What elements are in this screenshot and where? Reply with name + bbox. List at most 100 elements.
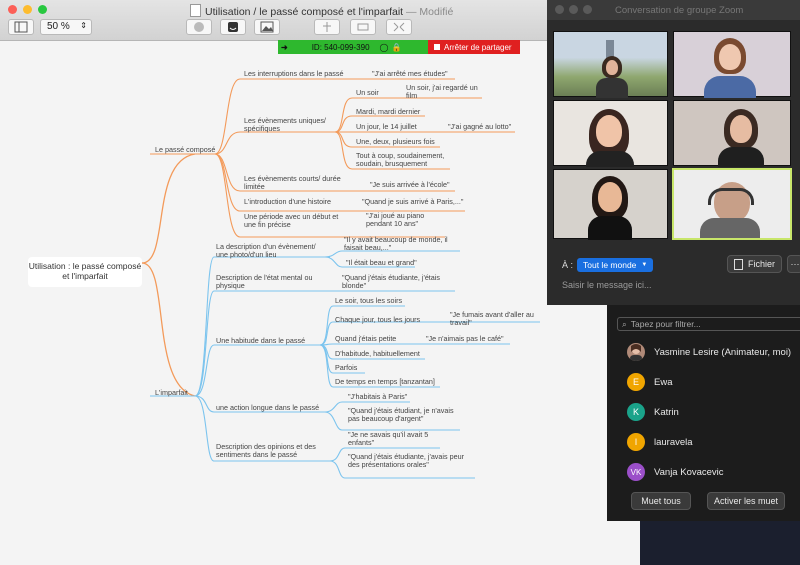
avatar: E (627, 373, 645, 391)
node-etat-mental[interactable]: Description de l'état mental ou physique (216, 273, 313, 291)
node-periode[interactable]: Une période avec un début et une fin pré… (244, 212, 339, 230)
participants-panel: ⌕ Tapez pour filtrer... Yasmine Lesire (… (607, 305, 800, 521)
node-action-longue[interactable]: une action longue dans le passé (216, 403, 320, 412)
chat-minimize-button[interactable] (569, 5, 578, 14)
node-imparfait[interactable]: L'imparfait (155, 388, 188, 397)
video-tile-2[interactable] (673, 31, 791, 98)
maximize-window-button[interactable] (38, 5, 47, 14)
node-interruptions-example[interactable]: "J'ai arrêté mes études" (372, 69, 448, 78)
zoom-chat-window: Conversation de groupe Zoom À : Tout le … (547, 0, 800, 305)
more-button[interactable]: ··· (787, 255, 800, 273)
emoji-button[interactable] (220, 19, 246, 35)
mindmap-canvas[interactable]: Le passé composé Les interruptions dans … (0, 41, 640, 565)
avatar: K (627, 403, 645, 421)
mute-all-button[interactable]: Muet tous (631, 492, 691, 510)
node-action-longue-example-1[interactable]: "J'habitais à Paris" (348, 392, 408, 401)
check-button[interactable] (186, 19, 212, 35)
chat-close-button[interactable] (555, 5, 564, 14)
chat-maximize-button[interactable] (583, 5, 592, 14)
check-circle-icon (194, 22, 204, 32)
stop-sharing-button[interactable]: Arrêter de partager (428, 40, 520, 54)
document-icon (190, 4, 201, 17)
node-passe-compose[interactable]: Le passé composé (155, 145, 216, 154)
node-de-temps-en-temps[interactable]: De temps en temps [tanzantan] (335, 377, 435, 386)
video-tile-4[interactable] (673, 100, 791, 167)
connect-icon (323, 22, 331, 32)
node-opinions[interactable]: Description des opinions et des sentimen… (216, 442, 316, 460)
node-introduction-histoire[interactable]: L'introduction d'une histoire (244, 197, 332, 206)
node-evenements-courts[interactable]: Les évènements courts/ durée limitée (244, 174, 341, 192)
chat-title-bar: Conversation de groupe Zoom (547, 0, 800, 20)
app-window: Utilisation / le passé composé et l'impa… (0, 0, 640, 565)
node-d-habitude[interactable]: D'habitude, habituellement (335, 349, 420, 358)
node-evenements-courts-example[interactable]: "Je suis arrivée à l'école" (370, 180, 450, 189)
filter-input[interactable]: ⌕ Tapez pour filtrer... (617, 317, 800, 331)
sidebar-toggle-button[interactable] (8, 19, 34, 35)
zoom-select[interactable]: 50 %⇕ (40, 19, 92, 35)
node-introduction-example[interactable]: "Quand je suis arrivé à Paris,..." (362, 197, 464, 206)
connect-button[interactable] (314, 19, 340, 35)
video-tile-3[interactable] (553, 100, 668, 167)
shield-icon: ◯ (379, 42, 389, 52)
node-quand-petite-example[interactable]: "Je n'aimais pas le café" (426, 334, 504, 343)
mindmap-connectors (141, 78, 540, 479)
sidebar-icon (14, 21, 28, 33)
video-tile-1[interactable] (553, 31, 668, 98)
avatar: l (627, 433, 645, 451)
image-icon (260, 21, 274, 33)
file-button[interactable]: Fichier (727, 255, 782, 273)
message-input[interactable]: Saisir le message ici... (562, 280, 652, 290)
node-un-jour-example[interactable]: "J'ai gagné au lotto" (448, 122, 512, 131)
node-opinions-example-2[interactable]: "Quand j'étais étudiante, j'avais peur d… (348, 452, 464, 470)
node-chaque-jour-example[interactable]: "Je fumais avant d'aller au travail" (450, 310, 534, 328)
unmute-all-button[interactable]: Activer les muet (707, 492, 785, 510)
node-description-evenement[interactable]: La description d'un évènement/ une photo… (216, 242, 316, 260)
node-description-evenement-example-2[interactable]: "Il était beau et grand" (346, 258, 417, 267)
video-tile-5[interactable] (553, 169, 668, 240)
avatar (627, 343, 645, 361)
participant-row[interactable]: K Katrin (627, 403, 679, 421)
node-description-evenement-example-1[interactable]: "Il y avait beaucoup de monde, il faisai… (344, 235, 448, 253)
meeting-id-bar[interactable]: ➜ ID: 540-099-390 ◯ 🔒 (278, 40, 428, 54)
node-evenements-uniques[interactable]: Les évènements uniques/ spécifiques (244, 116, 326, 134)
node-opinions-example-1[interactable]: "Je ne savais qu'il avait 5 enfants" (348, 430, 429, 448)
node-periode-example[interactable]: "J'ai joué au piano pendant 10 ans" (366, 211, 425, 229)
node-le-soir[interactable]: Le soir, tous les soirs (335, 296, 403, 305)
image-button[interactable] (254, 19, 280, 35)
node-quand-petite[interactable]: Quand j'étais petite (335, 334, 397, 343)
recipient-select[interactable]: Tout le monde▼ (577, 258, 654, 272)
participant-row[interactable]: l lauravela (627, 433, 693, 451)
focus-button[interactable] (350, 19, 376, 35)
node-chaque-jour[interactable]: Chaque jour, tous les jours (335, 315, 421, 324)
window-title: Utilisation / le passé composé et l'impa… (190, 4, 453, 18)
participant-row[interactable]: VK Vanja Kovacevic (627, 463, 724, 481)
expand-button[interactable] (386, 19, 412, 35)
lock-icon: 🔒 (391, 42, 402, 52)
node-un-jour[interactable]: Un jour, le 14 juillet (356, 122, 417, 131)
node-parfois[interactable]: Parfois (335, 363, 358, 372)
to-label: À : (562, 260, 574, 270)
node-plusieurs-fois[interactable]: Une, deux, plusieurs fois (356, 137, 435, 146)
zoom-share-bar: ➜ ID: 540-099-390 ◯ 🔒 Arrêter de partage… (278, 40, 520, 54)
close-window-button[interactable] (8, 5, 17, 14)
node-habitude[interactable]: Une habitude dans le passé (216, 336, 306, 345)
node-mardi[interactable]: Mardi, mardi dernier (356, 107, 421, 116)
stop-icon (434, 44, 440, 50)
node-un-soir[interactable]: Un soir (356, 88, 379, 97)
share-arrow-icon: ➜ (281, 42, 288, 52)
participant-row[interactable]: E Ewa (627, 373, 672, 391)
node-etat-mental-example[interactable]: "Quand j'étais étudiante, j'étais blonde… (342, 273, 440, 291)
node-un-soir-example[interactable]: Un soir, j'ai regardé un film (406, 83, 478, 101)
user-photo-icon (630, 344, 642, 361)
node-action-longue-example-2[interactable]: "Quand j'étais étudiant, je n'avais pas … (348, 406, 454, 424)
participant-row[interactable]: Yasmine Lesire (Animateur, moi) (627, 343, 791, 361)
video-tile-active-speaker[interactable] (672, 168, 792, 240)
minimize-window-button[interactable] (23, 5, 32, 14)
node-interruptions[interactable]: Les interruptions dans le passé (244, 69, 344, 78)
expand-icon (393, 22, 405, 32)
mindmap-root-node[interactable]: Utilisation : le passé composé et l'impa… (28, 257, 142, 287)
search-icon: ⌕ (622, 318, 627, 329)
node-tout-a-coup[interactable]: Tout à coup, soudainement, soudain, brus… (356, 151, 445, 169)
chat-title: Conversation de groupe Zoom (615, 5, 744, 16)
avatar: VK (627, 463, 645, 481)
